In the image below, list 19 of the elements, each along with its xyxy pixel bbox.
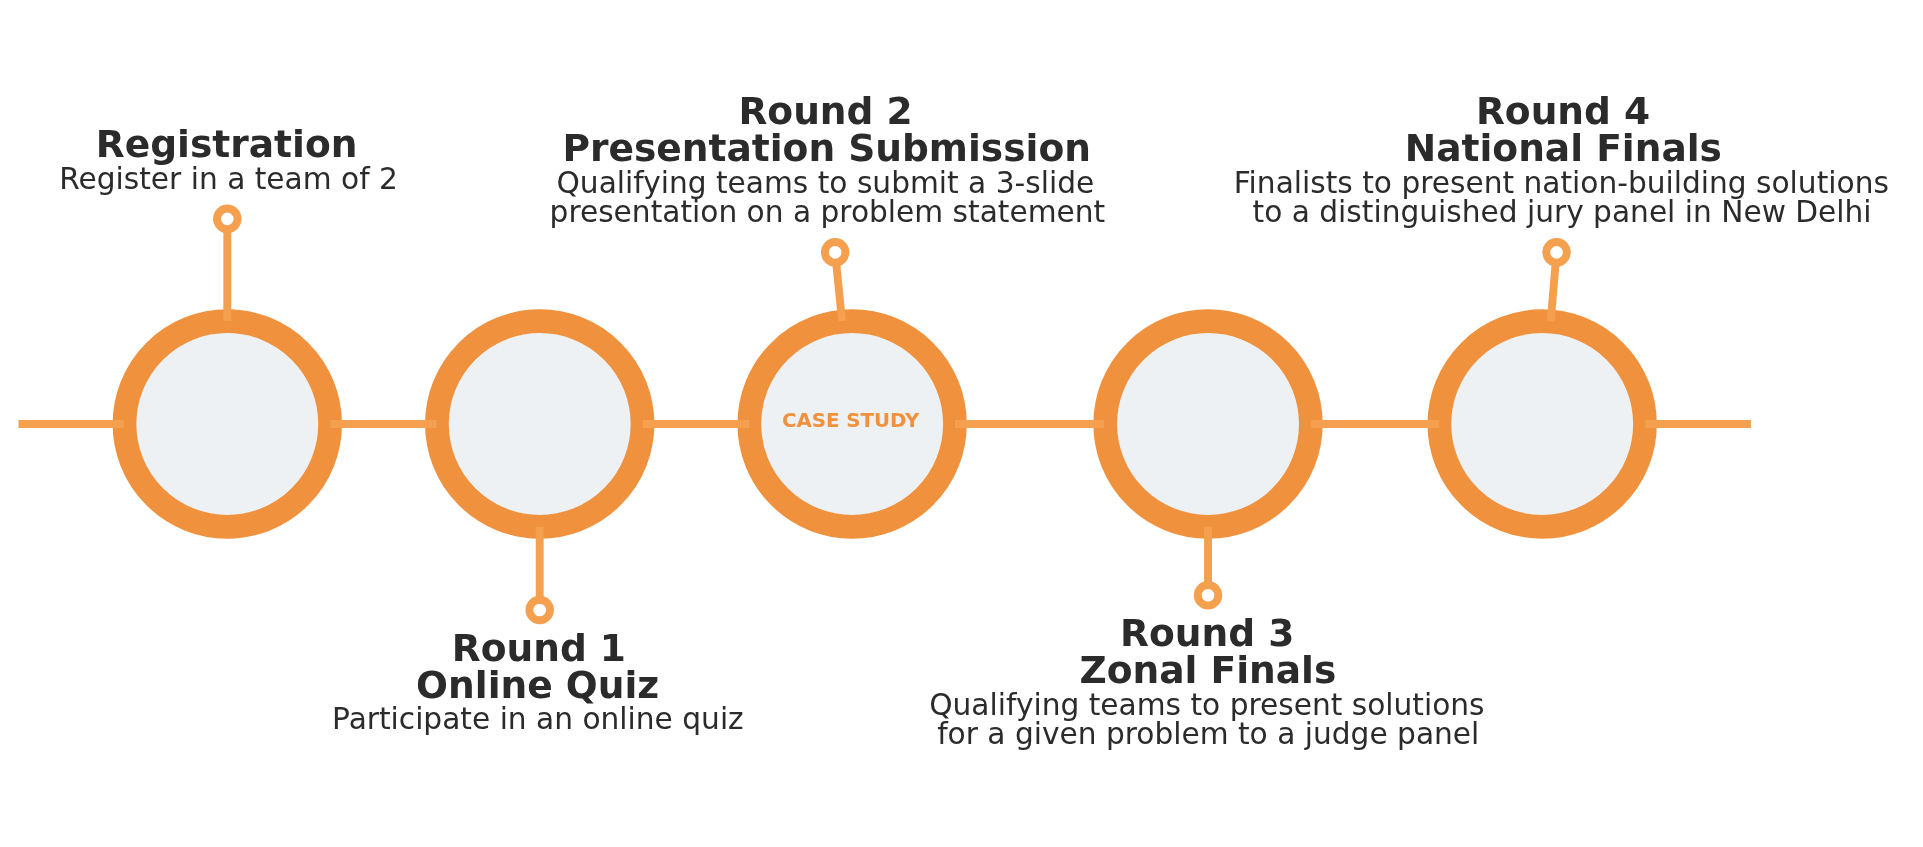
node-text: Round 1 Online Quiz Participate in an online quiz [332,625,744,736]
connector [213,204,242,321]
connector [330,419,437,428]
node-circle: CASE STUDY [737,308,967,539]
node-text: Round 2 Presentation Submission Qualifying teams to submit a 3-slide presentation on a problem statement [549,88,1106,229]
connector [955,419,1105,428]
node-text: Round 3 Zonal Finals Qualifying teams to present solutions for a given problem to a judge panel [929,610,1485,751]
connector [1311,419,1440,428]
connector [525,526,554,624]
connector [642,419,750,428]
node-text: Round 4 National Finals Finalists to present nation-building solutions to a distinguished jury panel in New Delhi [1233,88,1889,229]
connector [820,237,850,322]
node-text: Registration Register in a team of 2 [59,121,398,196]
connector [1542,237,1571,321]
node-circle [425,308,655,539]
node-circle [112,308,342,539]
node-circle [1427,308,1657,539]
node-circle [1093,308,1323,539]
connector [1193,526,1223,609]
